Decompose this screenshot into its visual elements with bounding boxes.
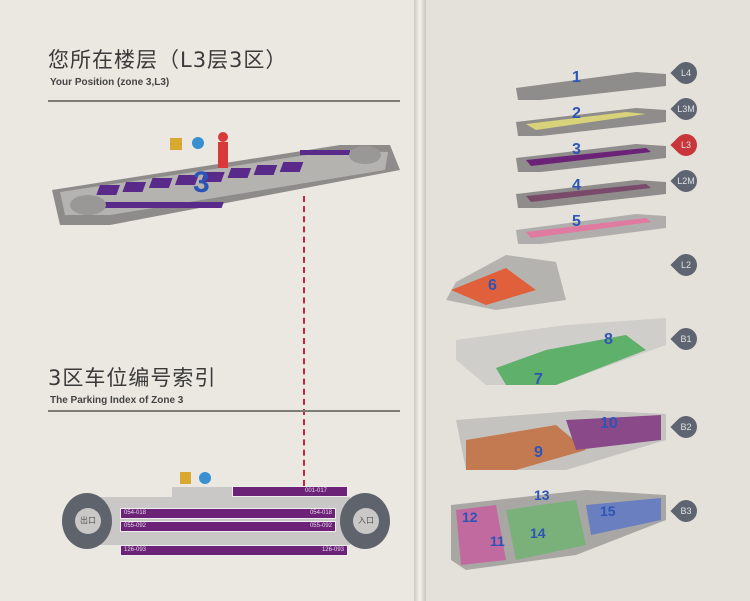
restaurant-icon bbox=[180, 472, 191, 484]
zone-number: 12 bbox=[462, 509, 478, 525]
level-badge-L3-current[interactable]: L3 bbox=[670, 129, 702, 161]
position-subtitle: Your Position (zone 3,L3) bbox=[50, 77, 170, 88]
zone3-3d-map bbox=[52, 132, 400, 225]
floor-L3-map bbox=[516, 144, 666, 172]
entry-label: 入口 bbox=[353, 508, 379, 534]
panel-divider bbox=[414, 0, 426, 601]
zone-number: 2 bbox=[572, 105, 581, 122]
level-badge-B2[interactable]: B2 bbox=[670, 411, 702, 443]
zone-number: 15 bbox=[600, 503, 616, 519]
zone-number: 11 bbox=[490, 533, 505, 549]
level-badge-B3[interactable]: B3 bbox=[670, 495, 702, 527]
floor-B1-map bbox=[456, 318, 666, 385]
parking-row: 001-017 bbox=[232, 486, 348, 497]
floor-B2-map bbox=[456, 410, 666, 470]
zone-number: 13 bbox=[534, 487, 550, 503]
exit-label: 出口 bbox=[75, 508, 101, 534]
location-pin-icon bbox=[192, 137, 204, 149]
floor-directory-panel: 1 2 3 4 5 6 7 8 9 10 11 12 13 14 15 L4 L… bbox=[426, 0, 750, 601]
zone-number: 10 bbox=[600, 415, 618, 432]
floor-B3-map bbox=[451, 490, 666, 570]
floor-stack-maps bbox=[446, 72, 666, 570]
level-badge-L2M[interactable]: L2M bbox=[670, 165, 702, 197]
zone-number: 7 bbox=[534, 371, 543, 388]
zone-number: 4 bbox=[572, 177, 581, 194]
zone-number: 14 bbox=[530, 525, 546, 541]
level-badge-L4[interactable]: L4 bbox=[670, 57, 702, 89]
level-badge-B1[interactable]: B1 bbox=[670, 323, 702, 355]
floor-L2M-map bbox=[516, 180, 666, 208]
zone-number: 5 bbox=[572, 213, 581, 230]
floor-L3M-map bbox=[516, 108, 666, 136]
zone-number: 3 bbox=[193, 166, 210, 199]
zone-number: 6 bbox=[488, 277, 497, 294]
zone-number: 8 bbox=[604, 331, 613, 348]
floor-5-map bbox=[516, 214, 666, 244]
level-badge-L2[interactable]: L2 bbox=[670, 249, 702, 281]
location-pin-icon bbox=[199, 472, 211, 484]
level-badge-L3M[interactable]: L3M bbox=[670, 93, 702, 125]
divider bbox=[48, 410, 400, 412]
zone-number: 1 bbox=[572, 69, 581, 86]
floor-L2-map bbox=[446, 255, 566, 310]
you-are-here-person-icon bbox=[218, 142, 228, 168]
index-subtitle: The Parking Index of Zone 3 bbox=[50, 395, 184, 406]
left-panel: 您所在楼层（L3层3区） Your Position (zone 3,L3) 3… bbox=[48, 48, 400, 556]
position-title: 您所在楼层（L3层3区） bbox=[48, 48, 288, 72]
zone-number: 9 bbox=[534, 444, 543, 461]
index-title: 3区车位编号索引 bbox=[48, 366, 217, 390]
floor-L4-map bbox=[516, 72, 666, 100]
restaurant-icon bbox=[170, 138, 182, 150]
connector-line bbox=[303, 196, 305, 486]
divider bbox=[48, 100, 400, 102]
zone-number: 3 bbox=[572, 141, 581, 158]
